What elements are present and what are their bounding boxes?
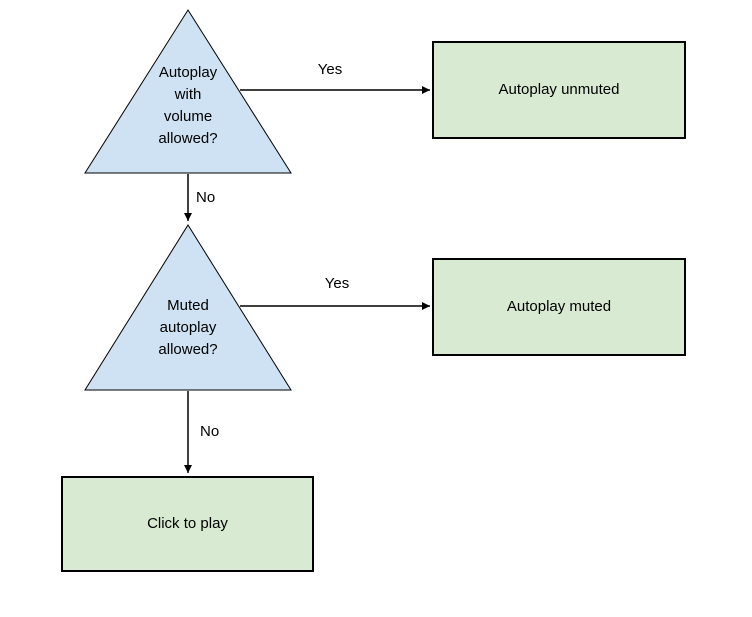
outcome-label-autoplay-unmuted: Autoplay unmuted [498,81,620,98]
edge-label-no-top: No [196,189,216,206]
decision-triangle-muted-autoplay [84,224,292,391]
outcome-box-click-to-play [61,476,314,572]
decision-text-muted-autoplay: Muted autoplay allowed? [158,297,218,358]
decision-triangle-autoplay-with-volume [84,9,292,174]
decision-text-autoplay-with-volume: Autoplay with volume allowed? [158,64,218,147]
outcome-box-autoplay-muted [432,258,686,356]
edge-label-yes-top: Yes [317,61,343,78]
edge-label-yes-middle: Yes [324,275,350,292]
outcome-box-autoplay-unmuted [432,41,686,139]
outcome-label-autoplay-muted: Autoplay muted [506,298,612,315]
edge-label-no-bottom: No [200,423,220,440]
outcome-label-click-to-play: Click to play [147,515,228,532]
